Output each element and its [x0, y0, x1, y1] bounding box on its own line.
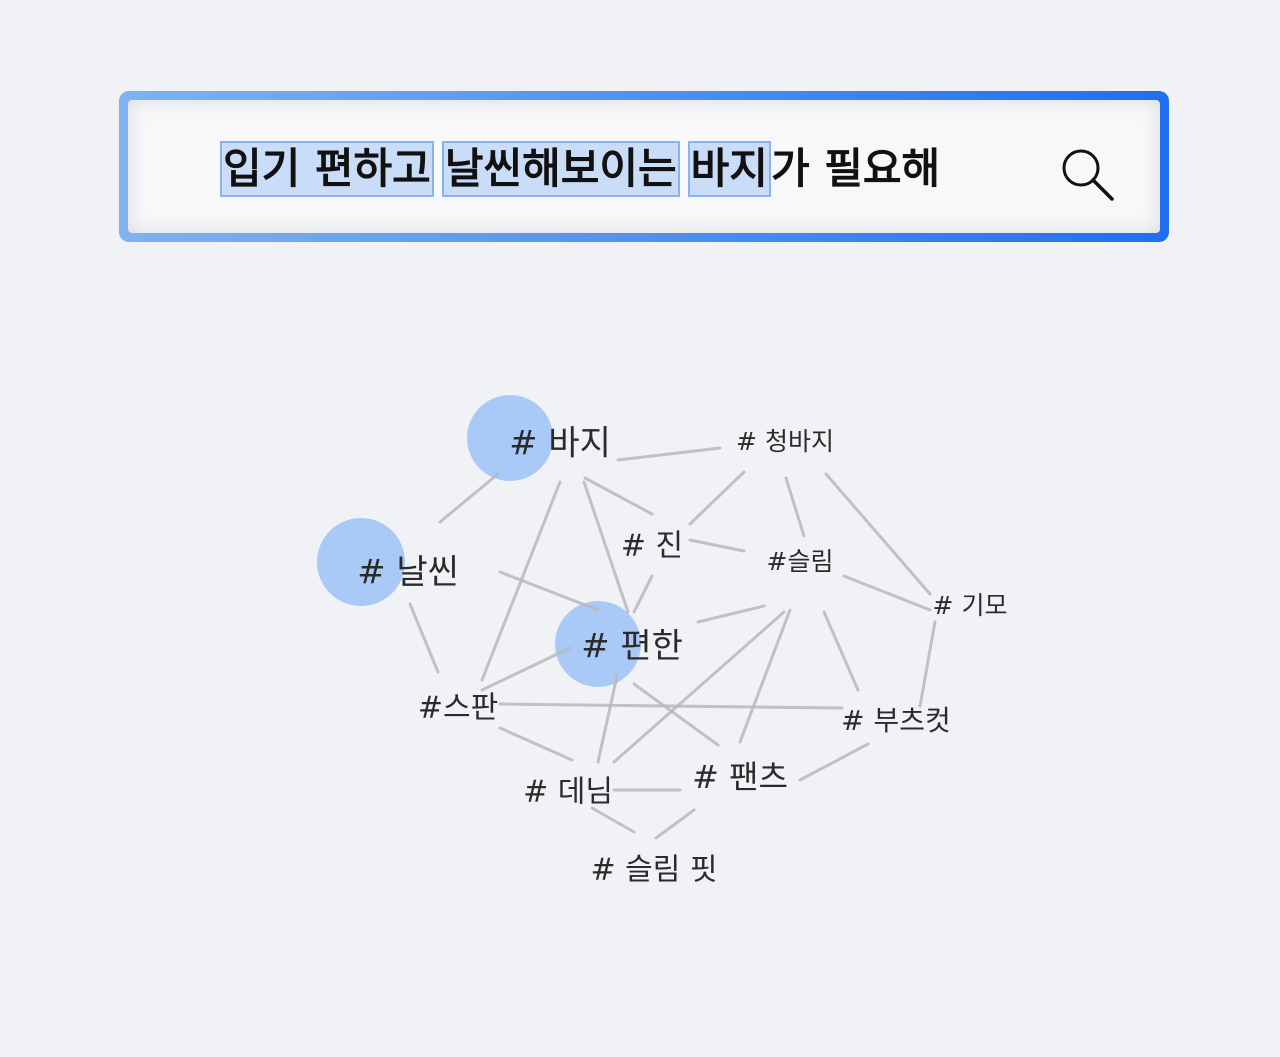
graph-edge-jin-pyeonhan [632, 574, 654, 614]
graph-edge-pyeonhan-denim [596, 674, 619, 764]
graph-node-denim[interactable]: # 데님 [523, 775, 613, 810]
graph-edge-pyeonhan-seupan [480, 646, 572, 692]
graph-edge-jin-seullim [688, 538, 746, 553]
graph-node-pyeonhan[interactable]: # 편한 [581, 627, 683, 667]
graph-edge-baji-nalssin [438, 472, 500, 524]
graph-node-seupan[interactable]: #스판 [418, 691, 498, 726]
graph-edge-gimo-buchkeut [918, 620, 937, 708]
graph-node-seullimpit[interactable]: # 슬림 핏 [590, 853, 717, 888]
node-highlight-baji [467, 395, 553, 481]
graph-node-baji[interactable]: # 바지 [509, 424, 611, 464]
graph-edge-cheongbaji-gimo [824, 472, 932, 596]
graph-node-gimo[interactable]: # 기모 [933, 591, 1008, 620]
query-highlight-slim: 날씬해보이는 [441, 141, 680, 197]
graph-edge-baji-cheongbaji [616, 446, 722, 462]
graph-edge-paenchu-buchkeut [798, 742, 870, 782]
node-highlight-pyeonhan [555, 601, 641, 687]
node-highlight-nalssin [317, 518, 405, 606]
search-field[interactable]: 입기 편하고 날씬해보이는 바지 가 필요해 [128, 100, 1160, 233]
graph-edge-paenchu-seullimpit [654, 808, 696, 840]
graph-edge-nalssin-pyeonhan [498, 570, 600, 612]
graph-edge-cheongbaji-jin [688, 470, 746, 526]
graph-edge-seullim-buchkeut [822, 610, 860, 692]
graph-edge-denim-seullimpit [590, 806, 636, 834]
search-bar[interactable]: 입기 편하고 날씬해보이는 바지 가 필요해 [119, 91, 1169, 242]
graph-edge-seupan-denim [498, 726, 574, 762]
graph-node-seullim[interactable]: #슬림 [767, 547, 834, 576]
query-remainder: 가 필요해 [770, 144, 941, 193]
graph-edge-seullim-paenchu [738, 608, 792, 744]
graph-edge-seullim-denim [612, 610, 786, 764]
graph-edge-pyeonhan-paenchu [632, 682, 720, 747]
graph-node-jin[interactable]: # 진 [621, 529, 683, 564]
query-highlight-comfortable: 입기 편하고 [220, 141, 434, 197]
graph-edge-nalssin-seupan [408, 602, 440, 674]
graph-edge-seullim-gimo [842, 574, 932, 612]
graph-edge-seupan-buchkeut [498, 702, 844, 710]
graph-edge-seullim-pyeonhan [696, 604, 766, 624]
graph-node-cheongbaji[interactable]: # 청바지 [736, 427, 834, 456]
search-icon[interactable] [1057, 144, 1117, 204]
graph-node-nalssin[interactable]: # 날씬 [357, 553, 459, 593]
query-highlight-pants: 바지 [687, 141, 771, 197]
graph-node-paenchu[interactable]: # 팬츠 [692, 758, 788, 796]
graph-node-buchkeut[interactable]: # 부츠컷 [841, 704, 951, 737]
graph-edge-cheongbaji-seullim [784, 476, 806, 538]
graph-edge-baji-jin [583, 476, 654, 516]
search-query[interactable]: 입기 편하고 날씬해보이는 바지 가 필요해 [220, 141, 940, 197]
graph-edge-baji-pyeonhan [582, 480, 630, 614]
